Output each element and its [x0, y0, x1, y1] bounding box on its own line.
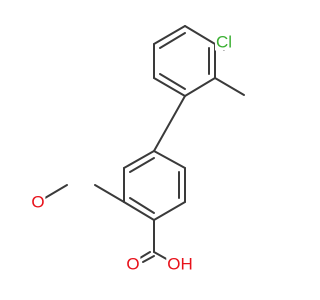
methoxy-oxygen-label: O	[30, 192, 46, 212]
carbonyl-oxygen-label: O	[125, 254, 141, 274]
bond-skeleton	[44, 25, 245, 263]
bond	[153, 150, 186, 169]
carbonyl-double-bond	[139, 251, 151, 259]
bond	[123, 150, 155, 169]
bond	[153, 25, 186, 45]
o-methyl-bond	[44, 184, 68, 199]
molecule-diagram: Cl O O OH	[30, 25, 245, 274]
bond	[184, 77, 216, 97]
carbonyl-double-bond	[142, 255, 155, 263]
bond	[153, 77, 186, 97]
bond	[184, 25, 216, 45]
double-bond-inner	[129, 197, 155, 214]
double-bond-inner	[159, 32, 186, 49]
hydroxyl-label: OH	[166, 254, 194, 274]
double-bond-inner	[159, 73, 186, 90]
bond	[153, 201, 186, 221]
methyl-bond	[214, 77, 245, 96]
bond	[123, 201, 155, 221]
biaryl-bond	[153, 95, 186, 152]
chlorine-atom-label: Cl	[214, 32, 234, 52]
double-bond-inner	[129, 157, 155, 173]
c-o-methoxy-bond	[94, 184, 125, 203]
